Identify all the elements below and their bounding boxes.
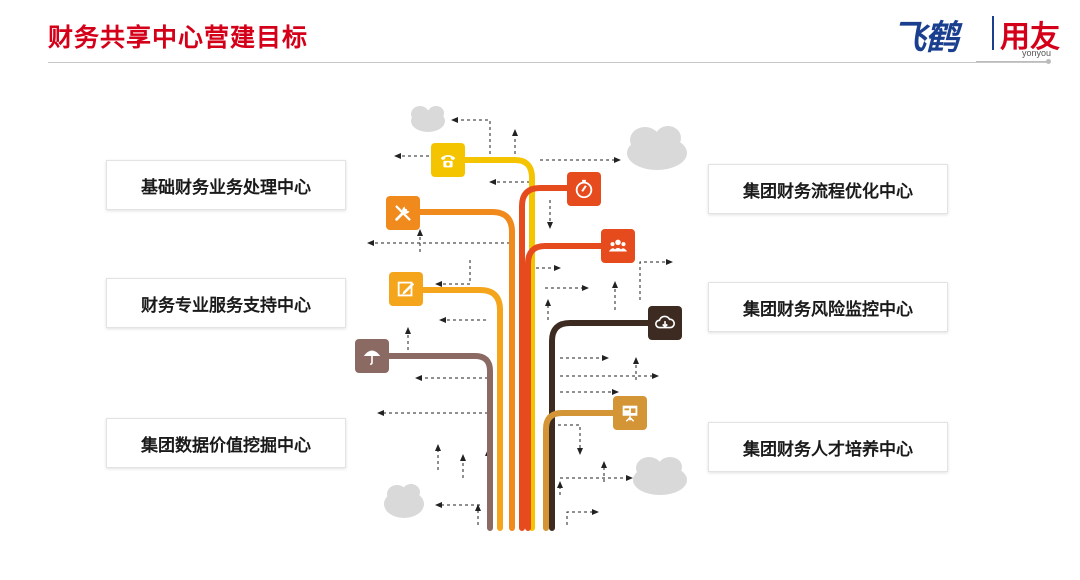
- center-label-text: 财务专业服务支持中心: [141, 295, 311, 316]
- logo-feihe-text: 飞鹤: [892, 18, 959, 58]
- branch-yellow: [447, 157, 535, 531]
- center-label-text: 集团数据价值挖掘中心: [141, 435, 311, 456]
- dashed-arrow: [451, 117, 491, 160]
- cloud-icon: [411, 106, 445, 132]
- branch-red-people: [525, 243, 621, 531]
- branch-tan-presentation: [543, 410, 633, 531]
- branch-red-compass: [519, 185, 587, 531]
- people-icon: [601, 229, 635, 263]
- logo-yonyou-text: 用友: [1000, 20, 1060, 55]
- cloud-icon: [633, 457, 687, 495]
- presentation-icon: [613, 396, 647, 430]
- logo-dot: [1046, 59, 1051, 64]
- dashed-arrow: [558, 424, 583, 455]
- cloud-download-icon: [648, 306, 682, 340]
- center-label-professional-service: 财务专业服务支持中心: [106, 278, 346, 328]
- center-label-text: 基础财务业务处理中心: [141, 177, 311, 198]
- branch-brown-umbrella: [370, 353, 493, 531]
- center-label-risk-monitoring: 集团财务风险监控中心: [708, 282, 948, 332]
- dashed-arrow: [639, 259, 673, 300]
- center-label-process-optimization: 集团财务流程优化中心: [708, 164, 948, 214]
- branch-orange-edit: [404, 287, 503, 531]
- logo-yonyou-subtext: yonyou: [1022, 48, 1052, 58]
- center-label-talent-development: 集团财务人才培养中心: [708, 422, 948, 472]
- dashed-arrow: [566, 509, 599, 525]
- brand-logo: 飞鹤 用友 yonyou: [892, 6, 1072, 68]
- branch-dark-cloud: [549, 320, 668, 531]
- logo-underline: [976, 61, 1048, 62]
- umbrella-icon: [355, 339, 389, 373]
- tools-icon: [386, 196, 420, 230]
- cloud-icon: [627, 126, 687, 170]
- compass-icon: [567, 172, 601, 206]
- edit-icon: [389, 272, 423, 306]
- branch-orange-tools: [401, 209, 515, 531]
- title-divider: [48, 62, 1048, 63]
- center-label-text: 集团财务风险监控中心: [743, 299, 913, 320]
- center-label-text: 集团财务人才培养中心: [743, 439, 913, 460]
- cloud-icon: [384, 484, 424, 518]
- page-title: 财务共享中心营建目标: [48, 23, 309, 52]
- center-label-data-value: 集团数据价值挖掘中心: [106, 418, 346, 468]
- center-label-basic-finance: 基础财务业务处理中心: [106, 160, 346, 210]
- center-label-text: 集团财务流程优化中心: [743, 181, 913, 202]
- dashed-arrow: [435, 260, 471, 287]
- phone-icon: [431, 143, 465, 177]
- logo-separator: [992, 16, 994, 50]
